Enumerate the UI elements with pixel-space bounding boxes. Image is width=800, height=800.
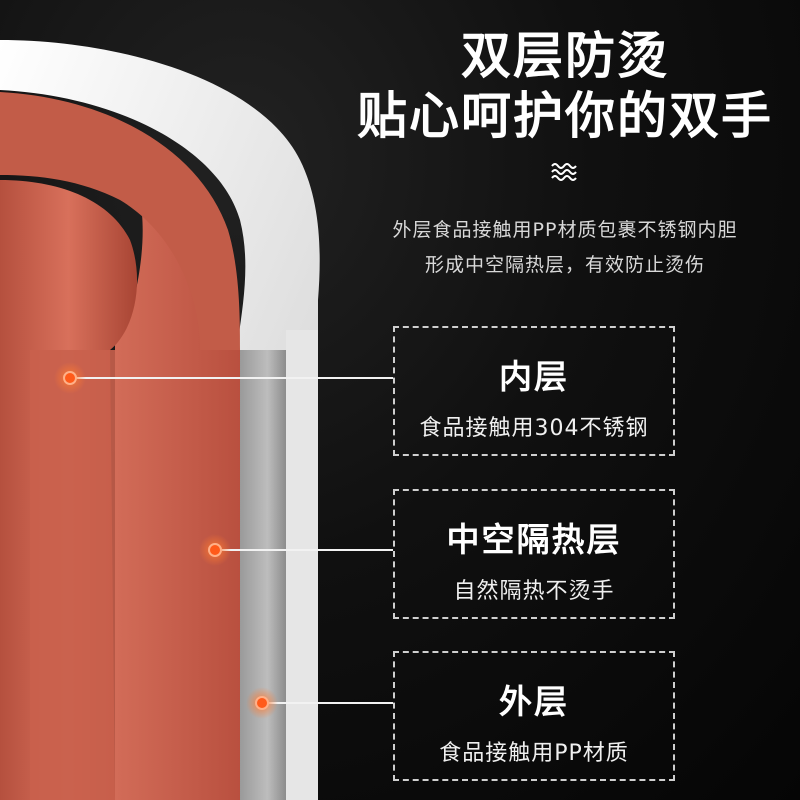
layer-box-inner: 内层 食品接触用304不锈钢 [393, 326, 675, 456]
layer-box-outer: 外层 食品接触用PP材质 [393, 651, 675, 781]
inner-wall-top [0, 92, 240, 350]
description-line2: 形成中空隔热层，有效防止烫伤 [424, 254, 705, 276]
outer-wall-highlight [286, 330, 318, 800]
marker-inner [63, 371, 77, 385]
layer-title: 外层 [499, 682, 569, 721]
layer-subtitle: 自然隔热不烫手 [453, 579, 615, 604]
outer-wall [240, 350, 286, 800]
marker-gap [208, 543, 222, 557]
layer-title: 内层 [499, 357, 569, 396]
headline-line1: 双层防烫 [461, 27, 669, 85]
layer-title: 中空隔热层 [446, 520, 622, 559]
headline-line2: 贴心呵护你的双手 [357, 87, 773, 145]
marker-outer [255, 696, 269, 710]
layer-box-hollow: 中空隔热层 自然隔热不烫手 [393, 489, 675, 619]
layer-subtitle: 食品接触用PP材质 [439, 741, 629, 766]
wave-icon [551, 163, 577, 181]
layer-subtitle: 食品接触用304不锈钢 [419, 416, 649, 441]
description-line1: 外层食品接触用PP材质包裹不锈钢内胆 [392, 219, 738, 241]
inner-lip [30, 350, 115, 800]
